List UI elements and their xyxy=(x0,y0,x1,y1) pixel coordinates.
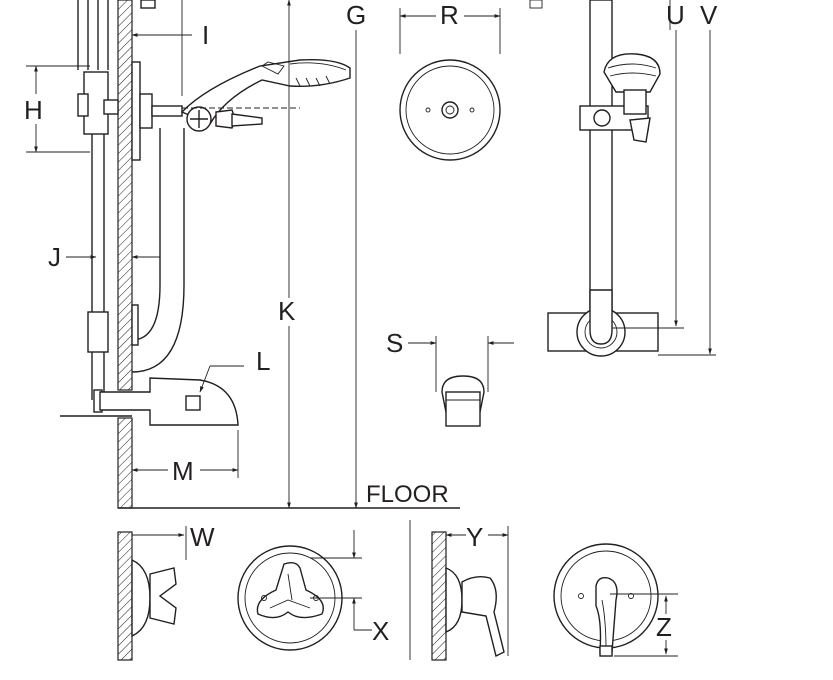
label-s: S xyxy=(386,328,403,358)
label-j: J xyxy=(48,242,61,272)
label-l: L xyxy=(256,346,270,376)
floor-label: FLOOR xyxy=(366,481,449,508)
label-w: W xyxy=(190,522,215,552)
label-i: I xyxy=(202,20,209,50)
lever-handle-trim: Y Z xyxy=(431,522,678,661)
label-r: R xyxy=(440,0,459,30)
label-k: K xyxy=(278,296,296,326)
valve-body xyxy=(77,0,183,161)
supply-pipes xyxy=(77,0,109,400)
bracket-front-view: S xyxy=(386,328,514,427)
slide-bar-front-view: U V xyxy=(547,0,718,357)
label-x: X xyxy=(372,616,389,646)
label-u: U xyxy=(666,0,685,30)
diverter-riser xyxy=(93,128,185,413)
label-m: M xyxy=(172,456,194,486)
wall-hatch-upper xyxy=(117,0,133,391)
escutcheon-front-view: R xyxy=(399,0,543,161)
label-h: H xyxy=(24,95,43,125)
dimension-lines-side xyxy=(26,0,358,509)
side-elevation-view: I H J K L M G FLOOR xyxy=(24,0,460,509)
label-z: Z xyxy=(656,612,672,642)
label-v: V xyxy=(700,0,718,30)
label-y: Y xyxy=(466,522,483,552)
label-g: G xyxy=(346,0,366,30)
handshower-side xyxy=(180,58,351,132)
triangle-handle-trim: W X xyxy=(117,522,389,661)
wall-hatch-lower xyxy=(117,417,133,509)
